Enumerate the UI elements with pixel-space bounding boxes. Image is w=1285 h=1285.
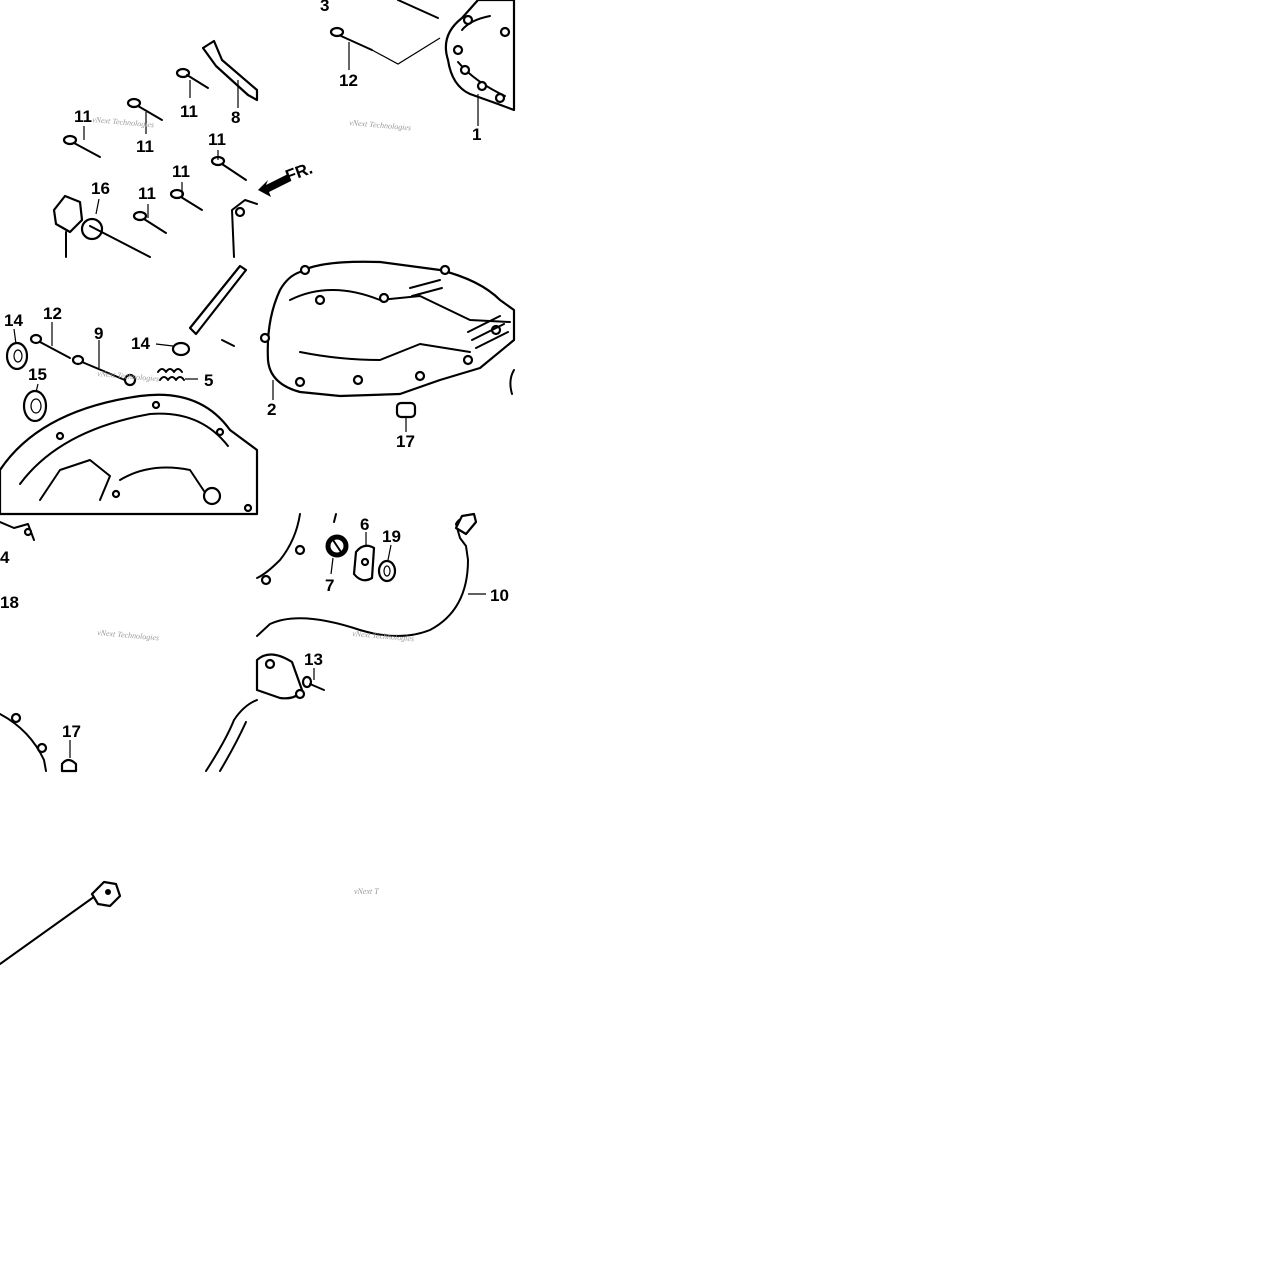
seal-part-14 bbox=[5, 341, 29, 371]
label-part-17: 17 bbox=[62, 722, 81, 741]
front-arrow-label: FR. bbox=[283, 159, 315, 186]
tile-top-left: FR. bbox=[52, 39, 315, 258]
label-part-2: 2 bbox=[267, 400, 276, 419]
watermark-text: vNext Technologies bbox=[349, 118, 412, 132]
label-part-19: 19 bbox=[382, 527, 401, 546]
label-part-11: 11 bbox=[138, 184, 156, 203]
bolt-11-c bbox=[62, 134, 101, 158]
washer-part-19 bbox=[377, 559, 397, 583]
dipstick-cap bbox=[52, 194, 151, 258]
watermark-text: vNext Technologies bbox=[92, 115, 155, 129]
dowel-part-17-b bbox=[60, 758, 78, 773]
label-part-14: 14 bbox=[131, 334, 150, 353]
tile-lower-left bbox=[0, 521, 258, 773]
front-direction-arrow: FR. bbox=[258, 159, 315, 197]
crankcase-half bbox=[0, 393, 259, 516]
label-part-14: 14 bbox=[4, 311, 23, 330]
label-part-12: 12 bbox=[339, 71, 358, 90]
cable-end-fitting bbox=[0, 880, 122, 965]
bolt-12-b bbox=[29, 333, 71, 359]
label-part-12: 12 bbox=[43, 304, 62, 323]
part-number-labels: 3 12 1 8 11 11 11 11 11 11 16 14 12 9 14… bbox=[0, 0, 509, 741]
bolt-part-13 bbox=[301, 675, 325, 691]
bolt-11-e bbox=[169, 188, 203, 211]
bolt-11-b bbox=[126, 97, 163, 121]
bracket-part-8 bbox=[201, 39, 259, 102]
label-part-3: 3 bbox=[320, 0, 329, 15]
tile-top-right bbox=[329, 0, 516, 126]
label-part-9: 9 bbox=[94, 324, 103, 343]
label-part-6: 6 bbox=[360, 515, 369, 534]
watermark-text: vNext Technologies bbox=[97, 628, 160, 642]
bolt-11-a bbox=[175, 67, 209, 89]
watermark-text: vNext Technologies bbox=[352, 629, 415, 643]
plate-part-6 bbox=[352, 544, 376, 582]
bolt-12-a bbox=[329, 26, 373, 51]
spring-part-5 bbox=[157, 368, 185, 381]
label-part-16: 16 bbox=[91, 179, 110, 198]
label-part-11: 11 bbox=[136, 137, 154, 156]
tile-middle-left bbox=[0, 264, 259, 516]
crankcase-cover-part-1 bbox=[444, 0, 516, 112]
dowel-part-17 bbox=[395, 401, 417, 419]
label-part-11: 11 bbox=[180, 102, 198, 121]
plug-part-14 bbox=[171, 341, 191, 357]
label-part-15: 15 bbox=[28, 365, 47, 384]
tile-lower-right bbox=[255, 512, 486, 700]
bolt-11-f bbox=[132, 210, 167, 234]
label-part-4: 4 bbox=[0, 548, 10, 567]
label-part-11: 11 bbox=[208, 130, 226, 149]
label-part-10: 10 bbox=[490, 586, 509, 605]
bolt-11-d bbox=[210, 155, 247, 181]
tile-bottom-left bbox=[0, 880, 122, 965]
label-part-17: 17 bbox=[396, 432, 415, 451]
bolt-part-9 bbox=[71, 354, 137, 387]
label-part-18: 18 bbox=[0, 593, 19, 612]
label-part-13: 13 bbox=[304, 650, 323, 669]
bearing-part-15 bbox=[22, 389, 48, 423]
watermark-text-partial: vNext T bbox=[354, 887, 379, 896]
gasket-part-2 bbox=[259, 260, 516, 398]
label-part-5: 5 bbox=[204, 371, 213, 390]
label-part-11: 11 bbox=[74, 107, 92, 126]
spring-part-7 bbox=[325, 513, 349, 558]
tile-middle-right bbox=[259, 260, 516, 432]
label-part-1: 1 bbox=[472, 125, 481, 144]
label-part-11: 11 bbox=[172, 162, 190, 181]
label-part-7: 7 bbox=[325, 576, 334, 595]
label-part-8: 8 bbox=[231, 108, 240, 127]
cable-part-10 bbox=[256, 512, 478, 637]
